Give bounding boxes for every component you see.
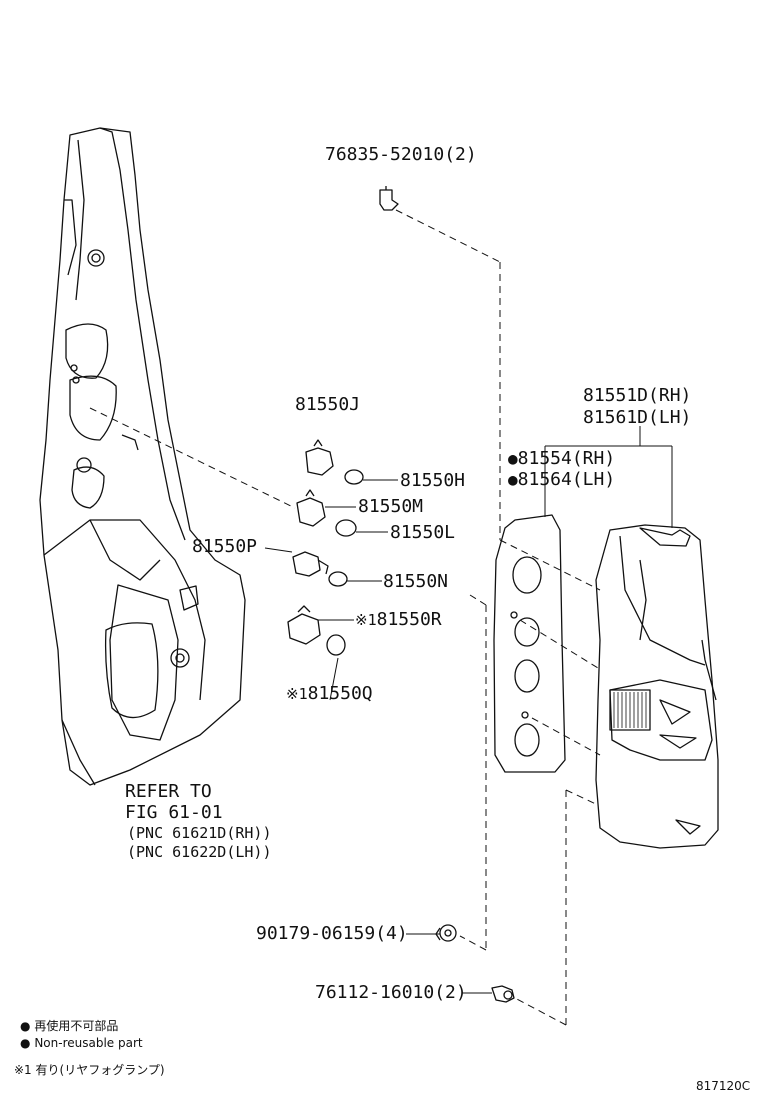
screw-76112 xyxy=(491,985,515,1003)
non-reusable-mark: ● xyxy=(508,470,518,489)
label-81550L: 81550L xyxy=(390,522,456,543)
rear-lamp-assembly xyxy=(595,524,719,849)
clip-76835 xyxy=(379,186,399,211)
nut-90179 xyxy=(435,924,457,942)
part-81550R: 81550R xyxy=(376,609,442,630)
dashed-lines xyxy=(89,209,601,1026)
socket-81550P xyxy=(292,551,329,577)
note1-mark: ※1 xyxy=(286,685,308,703)
label-76112: 76112-16010(2) xyxy=(315,982,467,1003)
non-reusable-mark: ● xyxy=(508,449,518,468)
refer-line-2: FIG 61-01 xyxy=(125,802,223,823)
refer-line-1: REFER TO xyxy=(125,781,212,802)
label-76835: 76835-52010(2) xyxy=(325,144,477,165)
bulb-81550N xyxy=(328,571,348,587)
bulb-81550Q xyxy=(326,634,346,656)
figure-code: 817120C xyxy=(696,1079,751,1093)
note1-mark: ※1 xyxy=(355,611,377,629)
label-81550P: 81550P xyxy=(192,536,258,557)
label-81550J: 81550J xyxy=(295,394,361,415)
label-gasket-lh: ●81564(LH) xyxy=(508,470,615,490)
label-81550Q: ※181550Q xyxy=(286,684,373,704)
label-81550H: 81550H xyxy=(400,470,466,491)
bulb-81550L xyxy=(335,519,357,537)
part-81550Q: 81550Q xyxy=(307,683,373,704)
socket-81550R xyxy=(287,605,321,645)
bulb-81550H xyxy=(344,469,364,485)
label-81550R: ※181550R xyxy=(355,610,442,630)
gasket xyxy=(493,514,566,773)
legend-jp-text: 再使用不可部品 xyxy=(34,1019,119,1033)
legend-en-nonreusable: ● Non-reusable part xyxy=(20,1035,143,1051)
leader-lines xyxy=(264,426,673,994)
legend-jp-nonreusable: ● 再使用不可部品 xyxy=(20,1018,118,1034)
label-90179: 90179-06159(4) xyxy=(256,923,408,944)
socket-81550J xyxy=(305,439,334,476)
legend-note1: ※1 有り(リヤフォグランプ) xyxy=(14,1062,165,1078)
legend-bullet: ● xyxy=(20,1036,31,1050)
gasket-lh-number: 81564(LH) xyxy=(517,469,616,490)
legend-note1-mark: ※1 xyxy=(14,1063,32,1077)
label-lamp-lh: 81561D(LH) xyxy=(583,407,692,428)
socket-81550M xyxy=(296,489,326,527)
refer-line-3: (PNC 61621D(RH)) xyxy=(127,824,272,842)
gasket-rh-number: 81554(RH) xyxy=(517,448,616,469)
legend-note1-text: 有り(リヤフォグランプ) xyxy=(35,1063,165,1077)
quarter-panel xyxy=(39,127,246,786)
label-81550N: 81550N xyxy=(383,571,449,592)
refer-line-4: (PNC 61622D(LH)) xyxy=(127,843,272,861)
label-81550M: 81550M xyxy=(358,496,424,517)
label-lamp-rh: 81551D(RH) xyxy=(583,385,692,406)
legend-bullet: ● xyxy=(20,1019,31,1033)
label-gasket-rh: ●81554(RH) xyxy=(508,449,615,469)
legend-en-text: Non-reusable part xyxy=(34,1036,143,1050)
